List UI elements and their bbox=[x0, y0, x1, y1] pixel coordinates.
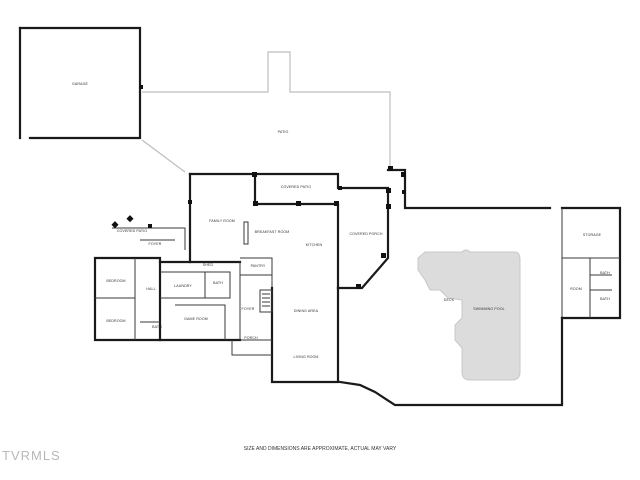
label-bath-left: BATH bbox=[152, 325, 162, 329]
label-bath-mid: BATH bbox=[213, 281, 223, 285]
label-room-right: ROOM bbox=[570, 287, 582, 291]
label-foyer-small: FOYER bbox=[149, 242, 162, 246]
label-covered-porch: COVERED PORCH bbox=[349, 232, 382, 236]
garage bbox=[18, 26, 143, 140]
label-bath-right-lower: BATH bbox=[600, 297, 610, 301]
disclaimer-text: SIZE AND DIMENSIONS ARE APPROXIMATE, ACT… bbox=[243, 446, 397, 452]
label-family-room: FAMILY ROOM bbox=[209, 219, 235, 223]
label-bath-right: BATH bbox=[600, 271, 610, 275]
label-dining-area: DINING AREA bbox=[294, 309, 319, 313]
room-labels: GARAGE PATIO COVERED PATIO FAMILY ROOM B… bbox=[72, 82, 610, 359]
label-foyer-main: FOYER bbox=[242, 307, 255, 311]
label-garage: GARAGE bbox=[72, 82, 88, 86]
label-game-room: GAME ROOM bbox=[184, 317, 208, 321]
tvrmls-logo: TVRMLS bbox=[2, 448, 61, 463]
columns bbox=[111, 166, 406, 289]
label-storage: STORAGE bbox=[583, 233, 602, 237]
label-covered-patio-left: COVERED PATIO bbox=[117, 229, 147, 233]
label-living-room: LIVING ROOM bbox=[293, 355, 318, 359]
label-patio: PATIO bbox=[278, 130, 289, 134]
label-breakfast-room: BREAKFAST ROOM bbox=[255, 230, 290, 234]
label-laundry: LAUNDRY bbox=[174, 284, 192, 288]
label-deck: DECK bbox=[444, 298, 455, 302]
label-porch: PORCH bbox=[244, 336, 258, 340]
label-pantry: PANTRY bbox=[251, 264, 266, 268]
swimming-pool bbox=[417, 249, 521, 381]
label-covered-patio-top: COVERED PATIO bbox=[281, 185, 311, 189]
label-bedroom-bottom: BEDROOM bbox=[106, 319, 125, 323]
label-bedroom-top: BEDROOM bbox=[106, 279, 125, 283]
label-shed: SHED bbox=[203, 263, 214, 267]
house-walls bbox=[93, 168, 622, 407]
patio-outline bbox=[141, 51, 391, 173]
label-kitchen: KITCHEN bbox=[306, 243, 323, 247]
label-hall: HALL bbox=[146, 287, 155, 291]
label-swimming-pool: SWIMMING POOL bbox=[473, 307, 504, 311]
